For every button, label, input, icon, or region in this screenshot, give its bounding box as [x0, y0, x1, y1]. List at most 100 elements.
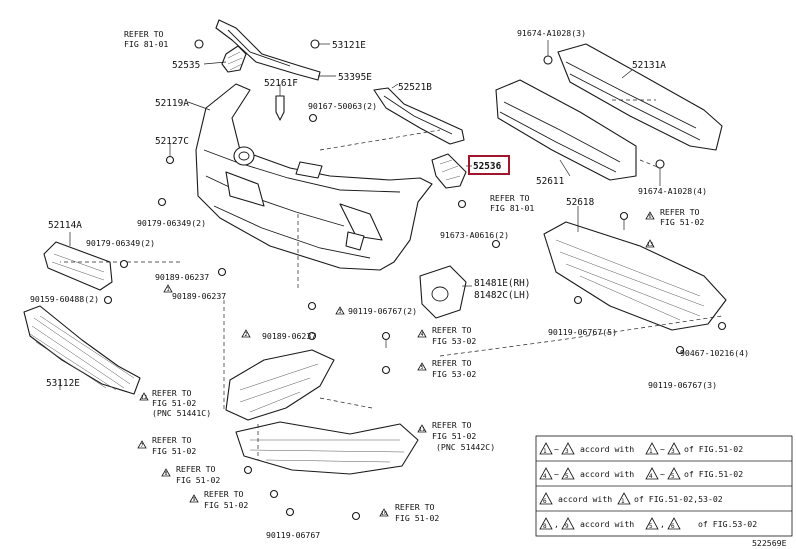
refer-pnc51441c-line2[interactable]: FIG 51-02: [152, 398, 196, 408]
triangle-mark-12: 12: [139, 392, 149, 401]
svg-text:5: 5: [671, 473, 675, 480]
svg-text:3: 3: [565, 448, 569, 455]
refer-fig51-right-line2[interactable]: FIG 51-02: [660, 217, 704, 227]
part-label-52536[interactable]: 52536: [473, 161, 502, 172]
triangle-mark-number: 4: [420, 332, 423, 338]
svg-text:4: 4: [543, 473, 547, 480]
triangle-mark-13: 13: [645, 239, 655, 248]
part-label-52119a[interactable]: 52119A: [155, 98, 189, 109]
part-label-90119-d[interactable]: 90119-06767: [266, 530, 320, 540]
part-label-52161f[interactable]: 52161F: [264, 78, 298, 89]
undercover-52618-drawing: [543, 221, 727, 331]
part-label-90119-b[interactable]: 90119-06767(5): [548, 327, 617, 337]
refer-pnc51441c-line3[interactable]: (PNC 51441C): [152, 408, 211, 418]
triangle-mark-2: 2: [241, 329, 251, 338]
part-label-52521b[interactable]: 52521B: [398, 82, 432, 93]
note-row-4: 8 , 9 accord with 5 , 6 of FIG.53-02: [539, 517, 757, 530]
part-label-90189-c[interactable]: 90189-06237: [262, 331, 316, 341]
refer-left3-line2[interactable]: FIG 51-02: [204, 500, 248, 510]
undercover-left-upper-drawing: [225, 349, 335, 421]
refer-fig81-top-line2[interactable]: FIG 81-01: [124, 39, 168, 49]
note-row-1-fig[interactable]: of FIG.51-02: [684, 444, 743, 454]
part-label-90179-a[interactable]: 90179-06349(2): [137, 218, 206, 228]
note-row-4-fig[interactable]: of FIG.53-02: [698, 519, 757, 529]
refer-fig53-b-line2[interactable]: FIG 53-02: [432, 369, 476, 379]
triangle-mark-9: 9: [189, 494, 199, 503]
triangle-mark-8: 8: [161, 468, 171, 477]
triangle-markers: 1 2 3 4 5 6 7 8 9 10 11: [137, 211, 655, 517]
triangle-mark-1: 1: [163, 284, 173, 293]
svg-text:9: 9: [565, 523, 569, 530]
refer-pnc51441c-line1[interactable]: REFER TO: [152, 388, 192, 398]
refer-fig53-b-line1[interactable]: REFER TO: [432, 358, 472, 368]
part-label-52114a[interactable]: 52114A: [48, 220, 82, 231]
part-label-52127c[interactable]: 52127C: [155, 136, 189, 147]
part-label-90159[interactable]: 90159-60488(2): [30, 294, 99, 304]
svg-text:1: 1: [543, 448, 547, 455]
svg-text:3: 3: [671, 448, 675, 455]
refer-pnc51442c-line2[interactable]: FIG 51-02: [432, 431, 476, 441]
part-label-90467[interactable]: 90467-10216(4): [680, 348, 749, 358]
refer-pnc51442c-line1[interactable]: REFER TO: [432, 420, 472, 430]
refer-pnc51442c-line3[interactable]: (PNC 51442C): [436, 442, 495, 452]
svg-text:4: 4: [649, 473, 653, 480]
part-label-53395e[interactable]: 53395E: [338, 72, 372, 83]
triangle-mark-11: 11: [417, 424, 427, 433]
note-table: 1 ~ 3 accord with 1 ~ 3 of FIG.51-02 4 ~…: [535, 435, 793, 537]
part-label-91674-top[interactable]: 91674-A1028(3): [517, 28, 586, 38]
triangle-mark-number: 7: [140, 443, 143, 449]
part-label-90119-a[interactable]: 90119-06767(2): [348, 306, 417, 316]
refer-fig51-right-line1[interactable]: REFER TO: [660, 207, 700, 217]
triangle-mark-number: 12: [141, 395, 147, 401]
svg-text:5: 5: [649, 523, 653, 530]
part-label-90189-b[interactable]: 90189-06237: [172, 291, 226, 301]
refer-left2-line2[interactable]: FIG 51-02: [176, 475, 220, 485]
refer-fig53-a-line1[interactable]: REFER TO: [432, 325, 472, 335]
triangle-mark-number: 8: [164, 471, 167, 477]
triangle-mark-number: 3: [338, 309, 341, 315]
triangle-mark-number: 9: [192, 497, 195, 503]
part-label-52131a[interactable]: 52131A: [632, 60, 666, 71]
clip-52161f-drawing: [275, 84, 285, 121]
part-label-91673[interactable]: 91673-A0616(2): [440, 230, 509, 240]
part-label-52535[interactable]: 52535: [172, 60, 200, 71]
triangle-mark-3: 3: [335, 306, 345, 315]
triangle-mark-number: 6: [648, 214, 651, 220]
fasteners: [103, 39, 727, 521]
assembly-dashed-lines: [60, 99, 723, 460]
part-label-90189-a[interactable]: 90189-06237: [155, 272, 209, 282]
refer-fig53-a-line2[interactable]: FIG 53-02: [432, 336, 476, 346]
note-row-4-text: accord with: [580, 519, 634, 529]
refer-fig81-mid-line2[interactable]: FIG 81-01: [490, 203, 534, 213]
part-label-53112e[interactable]: 53112E: [46, 378, 80, 389]
refer-left1-line1[interactable]: REFER TO: [152, 435, 192, 445]
part-label-90167[interactable]: 90167-50063(2): [308, 101, 377, 111]
part-label-81481e[interactable]: 81481E(RH): [474, 278, 530, 289]
refer-fig81-mid-line1[interactable]: REFER TO: [490, 193, 530, 203]
refer-left3-line1[interactable]: REFER TO: [204, 489, 244, 499]
part-label-90119-c[interactable]: 90119-06767(3): [648, 380, 717, 390]
part-label-91674-bot[interactable]: 91674-A1028(4): [638, 186, 707, 196]
note-row-2-fig[interactable]: of FIG.51-02: [684, 469, 743, 479]
part-label-90179-b[interactable]: 90179-06349(2): [86, 238, 155, 248]
part-label-52611[interactable]: 52611: [536, 176, 565, 187]
triangle-mark-number: 1: [166, 287, 169, 293]
svg-text:,: ,: [660, 519, 665, 529]
triangle-mark-7: 7: [137, 440, 147, 449]
refer-bottom-line2[interactable]: FIG 51-02: [395, 513, 439, 523]
svg-text:1: 1: [649, 448, 653, 455]
svg-text:6: 6: [671, 523, 675, 530]
refer-bottom-line1[interactable]: REFER TO: [395, 502, 435, 512]
bracket-52536-drawing: [431, 153, 467, 189]
part-label-53121e[interactable]: 53121E: [332, 40, 366, 51]
absorber-52611-drawing: [495, 79, 637, 181]
part-label-52618[interactable]: 52618: [566, 197, 595, 208]
refer-left2-line1[interactable]: REFER TO: [176, 464, 216, 474]
refer-left1-line2[interactable]: FIG 51-02: [152, 446, 196, 456]
triangle-mark-number: 5: [420, 365, 423, 371]
note-row-3-fig[interactable]: of FIG.51-02,53-02: [634, 494, 723, 504]
highlight-box-52536: [468, 155, 510, 175]
leader-lines: [59, 40, 661, 390]
part-label-81482c[interactable]: 81482C(LH): [474, 290, 530, 301]
refer-fig81-top-line1[interactable]: REFER TO: [124, 29, 164, 39]
